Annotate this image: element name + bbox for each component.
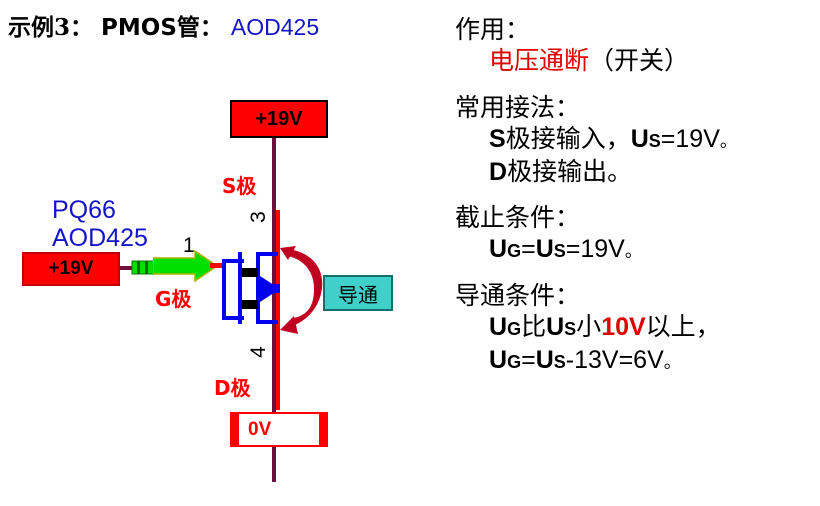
note-segment: = bbox=[521, 235, 536, 264]
note-line: D极接输出。 bbox=[455, 156, 815, 189]
note-segment: U bbox=[535, 345, 554, 374]
gate-wire-bottom-horizontal bbox=[222, 316, 244, 320]
note-segment: S bbox=[553, 241, 566, 262]
note-segment: 极接输入， bbox=[505, 124, 631, 153]
part-reference-label: PQ66 bbox=[52, 196, 116, 224]
supply-box-left: +19V bbox=[22, 252, 120, 286]
note-segment: U bbox=[489, 235, 508, 264]
label-drain-terminal: D极 bbox=[214, 376, 251, 400]
note-block: 作用：电压通断（开关） bbox=[455, 14, 815, 78]
main-rail-dark-wire bbox=[272, 137, 276, 482]
title-device-type: PMOS管 bbox=[101, 15, 200, 41]
note-segment: 电压通断 bbox=[489, 46, 590, 76]
supply-box-top: +19V bbox=[230, 100, 328, 138]
pin-number-1: 1 bbox=[183, 234, 195, 257]
note-segment: G bbox=[507, 319, 522, 339]
note-segment: U bbox=[546, 313, 565, 341]
note-segment: S bbox=[489, 125, 506, 153]
note-segment: （开关） bbox=[589, 46, 690, 76]
note-block: 常用接法：S极接输入，US=19V。D极接输出。 bbox=[455, 92, 815, 188]
ground-box-bottom: 0V bbox=[230, 412, 328, 447]
note-line: UG比US小10V以上， bbox=[455, 311, 815, 344]
status-badge-conducting: 导通 bbox=[323, 275, 393, 311]
note-segment: 。 bbox=[719, 132, 738, 152]
label-gate-terminal: G极 bbox=[155, 287, 192, 311]
note-segment: 极接输出。 bbox=[507, 156, 633, 186]
note-block: 截止条件：UG=US=19V。 bbox=[455, 202, 815, 266]
label-source-terminal: S极 bbox=[222, 174, 257, 198]
part-number-label: AOD425 bbox=[52, 224, 148, 252]
note-segment: U bbox=[489, 345, 508, 374]
page-title: 示例3： PMOS管： AOD425 bbox=[8, 8, 319, 42]
current-flow-arc-icon bbox=[280, 246, 323, 334]
note-segment: 。 bbox=[624, 242, 643, 263]
note-segment: U bbox=[630, 125, 649, 153]
gate-wire-red-stub bbox=[210, 263, 226, 268]
main-rail-red-wire bbox=[276, 210, 280, 410]
note-segment: 。 bbox=[663, 352, 682, 373]
notes-panel: 作用：电压通断（开关）常用接法：S极接输入，US=19V。D极接输出。截止条件：… bbox=[455, 14, 815, 390]
note-segment: G bbox=[507, 351, 522, 372]
note-segment: 小 bbox=[576, 312, 602, 341]
circuit-diagram: +19V S极 3 PQ66 AOD425 +19V 1 G极 bbox=[22, 100, 393, 482]
note-segment: 10V bbox=[601, 313, 646, 341]
pin-number-3: 3 bbox=[246, 211, 270, 223]
note-segment: 以上， bbox=[645, 312, 721, 341]
note-line: 电压通断（开关） bbox=[455, 45, 815, 78]
note-segment: S bbox=[553, 351, 566, 372]
gate-wire-vertical bbox=[222, 262, 226, 320]
title-colon-1: ： bbox=[70, 14, 94, 41]
note-segment: G bbox=[507, 241, 522, 262]
note-segment: U bbox=[535, 235, 554, 264]
note-heading: 截止条件： bbox=[455, 203, 581, 232]
note-segment: -13V=6V bbox=[565, 345, 664, 374]
note-heading: 导通条件： bbox=[455, 280, 581, 310]
note-segment: 比 bbox=[521, 312, 547, 341]
gate-signal-arrow-icon bbox=[153, 250, 219, 283]
note-line: UG=US=19V。 bbox=[455, 233, 815, 266]
note-segment: =19V bbox=[565, 235, 625, 264]
title-colon-2: ： bbox=[199, 14, 223, 41]
mosfet-symbol bbox=[238, 252, 280, 324]
pin-number-4: 4 bbox=[246, 346, 270, 358]
note-line: S极接输入，US=19V。 bbox=[455, 123, 815, 156]
title-part-number: AOD425 bbox=[230, 14, 320, 40]
note-segment: U bbox=[489, 313, 508, 341]
note-segment: S bbox=[648, 131, 661, 151]
note-line: UG=US-13V=6V。 bbox=[455, 344, 815, 377]
note-heading: 常用接法： bbox=[455, 92, 581, 122]
title-prefix: 示例3 bbox=[8, 14, 71, 41]
gate-wire-top-horizontal bbox=[222, 259, 244, 263]
note-heading: 作用： bbox=[455, 15, 531, 44]
note-segment: = bbox=[521, 345, 536, 374]
note-segment: =19V bbox=[660, 125, 720, 153]
note-segment: S bbox=[564, 319, 577, 339]
note-block: 导通条件：UG比US小10V以上，UG=US-13V=6V。 bbox=[455, 280, 815, 376]
note-segment: D bbox=[489, 157, 508, 186]
